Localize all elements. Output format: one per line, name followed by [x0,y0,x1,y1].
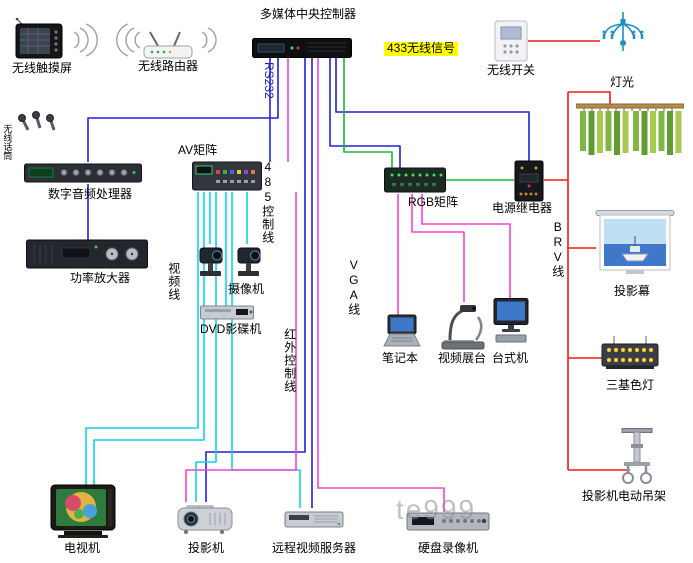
ptz-camera-icon [199,247,223,276]
av-matrix-label: AV矩阵 [178,143,218,157]
dvd-player-icon [200,305,254,320]
ceiling-mount-icon [621,428,653,484]
wall-switch-icon [494,20,528,62]
router-icon [143,31,193,59]
router-label: 无线路由器 [138,59,199,73]
ir-line-label: 红外控制线 [282,328,297,393]
video-line-label: 视频线 [166,262,181,301]
hanger-label: 投影机电动吊架 [582,489,667,503]
touchscreen-icon [15,17,63,59]
chandelier-icon [602,12,644,51]
av-matrix-device [192,160,262,197]
laptop-label: 笔记本 [382,351,419,365]
controller-icon [252,38,352,58]
visualizer-label: 视频展台 [438,351,487,365]
laptop-icon [383,314,421,347]
laptop-device [382,314,422,355]
amplifier-label: 功率放大器 [70,271,131,285]
wireless-router-device [140,30,196,67]
camera-1-device [194,240,226,287]
tricolor-light-device [600,336,660,383]
mics-label: 无线话筒 [2,124,13,160]
wires-blue [87,58,530,508]
wireless-touchscreen-device [14,17,66,67]
document-camera-icon [441,305,485,350]
tv-device [50,484,116,545]
dvd-player-device [200,304,254,327]
tricolor-label: 三基色灯 [606,378,655,392]
curtain-icon [575,103,685,155]
rgb-matrix-label: RGB矩阵 [408,195,459,209]
power-amplifier-device [26,238,148,275]
projection-screen-icon [595,210,675,274]
rgb-matrix-icon [384,167,446,193]
vga-line-label: VGA线 [346,258,361,316]
av-matrix-icon [192,161,262,191]
camera-label: 摄像机 [228,282,265,296]
amplifier-icon [26,239,148,269]
projector-mount-device [616,428,658,495]
tv-label: 电视机 [64,541,101,555]
desktop-label: 台式机 [492,351,529,365]
light-label: 灯光 [610,75,635,89]
wireless-switch-label: 无线开关 [487,63,536,77]
video-server-device [284,506,344,537]
rs232-label: RS232 [261,62,276,99]
touchscreen-label: 无线触摸屏 [12,61,73,75]
projector-label: 投影机 [188,541,225,555]
dvr-label: 硬盘录像机 [418,541,479,555]
curtain-device [575,98,685,165]
chandelier-device [596,10,650,67]
projection-screen-device [594,210,676,285]
tricolor-light-icon [601,336,659,369]
projector-icon [177,505,233,534]
wireless-switch-device [494,20,528,67]
audio-processor-icon [24,163,142,183]
visualizer-device [440,300,486,357]
brv-line-label: BRV线 [550,220,565,278]
audio-processor-label: 数字音频处理器 [48,187,133,201]
relay-label: 电源继电器 [492,201,553,215]
wireless-mics-device [10,110,68,149]
ptz-camera-icon [237,247,261,276]
central-controller-device [252,38,352,63]
power-relay-icon [514,160,544,202]
dvr-device [406,510,490,539]
server-icon [284,511,344,528]
power-relay-device [514,160,544,207]
camera-2-device [232,240,264,287]
desktop-monitor-icon [493,298,529,343]
signal433-label: 433无线信号 [384,41,459,56]
desktop-pc-device [490,298,532,357]
tv-icon [50,484,116,538]
projector-device [176,500,234,543]
audio-processor-device [24,162,142,189]
controller-label: 多媒体中央控制器 [260,7,357,21]
microphones-icon [18,111,56,131]
ctl485-label: 485控制线 [260,160,275,244]
rgb-matrix-device [384,166,446,199]
video-server-label: 远程视频服务器 [272,541,357,555]
dvd-label: DVD影碟机 [200,322,262,336]
screen-label: 投影幕 [614,284,651,298]
dvr-icon [406,512,490,531]
